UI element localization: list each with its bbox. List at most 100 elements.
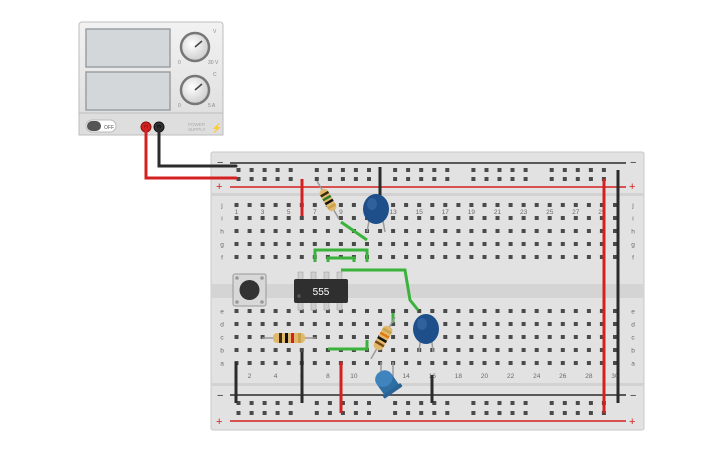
breadboard-hole[interactable]: [443, 216, 448, 220]
breadboard-hole[interactable]: [260, 348, 265, 352]
breadboard-hole[interactable]: [586, 322, 591, 326]
breadboard-hole[interactable]: [573, 309, 578, 313]
breadboard-hole[interactable]: [575, 177, 580, 181]
breadboard-hole[interactable]: [273, 309, 278, 313]
capacitor-top[interactable]: [363, 194, 389, 233]
breadboard-hole[interactable]: [273, 203, 278, 207]
breadboard-hole[interactable]: [262, 401, 267, 405]
breadboard-hole[interactable]: [510, 168, 515, 172]
breadboard-hole[interactable]: [613, 335, 617, 339]
breadboard-hole[interactable]: [288, 168, 293, 172]
breadboard-hole[interactable]: [547, 255, 552, 259]
breadboard-hole[interactable]: [547, 203, 552, 207]
breadboard-hole[interactable]: [547, 309, 552, 313]
breadboard-hole[interactable]: [404, 361, 409, 365]
breadboard-hole[interactable]: [419, 411, 424, 415]
breadboard-hole[interactable]: [586, 216, 591, 220]
breadboard-hole[interactable]: [247, 322, 252, 326]
breadboard-hole[interactable]: [445, 177, 450, 181]
breadboard-hole[interactable]: [456, 216, 461, 220]
breadboard-hole[interactable]: [547, 335, 552, 339]
breadboard-hole[interactable]: [417, 242, 422, 246]
breadboard-hole[interactable]: [378, 361, 383, 365]
breadboard-hole[interactable]: [613, 322, 617, 326]
breadboard-hole[interactable]: [601, 168, 606, 172]
breadboard-hole[interactable]: [456, 203, 461, 207]
breadboard-hole[interactable]: [325, 335, 330, 339]
breadboard-hole[interactable]: [613, 203, 617, 207]
breadboard-hole[interactable]: [534, 203, 539, 207]
breadboard-hole[interactable]: [286, 229, 291, 233]
breadboard-hole[interactable]: [456, 309, 461, 313]
breadboard-hole[interactable]: [573, 322, 578, 326]
breadboard-hole[interactable]: [497, 411, 502, 415]
breadboard-hole[interactable]: [367, 177, 371, 181]
breadboard-hole[interactable]: [521, 255, 526, 259]
breadboard-hole[interactable]: [351, 309, 356, 313]
breadboard-hole[interactable]: [534, 229, 539, 233]
breadboard-hole[interactable]: [312, 309, 317, 313]
breadboard-hole[interactable]: [430, 255, 435, 259]
breadboard-hole[interactable]: [260, 242, 265, 246]
breadboard-hole[interactable]: [588, 411, 593, 415]
breadboard-hole[interactable]: [391, 309, 396, 313]
breadboard-hole[interactable]: [599, 361, 604, 365]
breadboard-hole[interactable]: [534, 309, 539, 313]
breadboard-hole[interactable]: [482, 335, 487, 339]
breadboard-hole[interactable]: [547, 229, 552, 233]
breadboard-hole[interactable]: [482, 216, 487, 220]
breadboard-hole[interactable]: [573, 203, 578, 207]
breadboard-hole[interactable]: [273, 255, 278, 259]
breadboard-hole[interactable]: [236, 401, 241, 405]
breadboard-hole[interactable]: [599, 216, 604, 220]
breadboard-hole[interactable]: [573, 335, 578, 339]
breadboard-hole[interactable]: [469, 242, 474, 246]
breadboard-hole[interactable]: [547, 242, 552, 246]
breadboard-hole[interactable]: [497, 401, 502, 405]
breadboard-hole[interactable]: [534, 216, 539, 220]
breadboard-hole[interactable]: [419, 168, 424, 172]
breadboard-hole[interactable]: [573, 229, 578, 233]
breadboard-hole[interactable]: [275, 168, 280, 172]
breadboard-hole[interactable]: [417, 229, 422, 233]
breadboard-hole[interactable]: [391, 203, 396, 207]
breadboard-hole[interactable]: [430, 229, 435, 233]
breadboard-hole[interactable]: [249, 411, 254, 415]
breadboard-hole[interactable]: [325, 348, 330, 352]
breadboard-hole[interactable]: [312, 229, 317, 233]
breadboard-hole[interactable]: [508, 348, 513, 352]
breadboard-hole[interactable]: [432, 168, 437, 172]
breadboard-hole[interactable]: [417, 255, 422, 259]
breadboard-hole[interactable]: [445, 411, 450, 415]
breadboard-hole[interactable]: [325, 229, 330, 233]
breadboard-hole[interactable]: [495, 361, 500, 365]
breadboard-hole[interactable]: [404, 348, 409, 352]
breadboard-hole[interactable]: [273, 348, 278, 352]
breadboard-hole[interactable]: [286, 348, 291, 352]
breadboard-hole[interactable]: [613, 348, 617, 352]
breadboard-hole[interactable]: [430, 242, 435, 246]
breadboard-hole[interactable]: [523, 411, 528, 415]
breadboard-hole[interactable]: [234, 242, 239, 246]
breadboard-hole[interactable]: [286, 203, 291, 207]
breadboard-hole[interactable]: [562, 168, 567, 172]
breadboard-hole[interactable]: [406, 411, 411, 415]
breadboard-hole[interactable]: [312, 361, 317, 365]
breadboard-hole[interactable]: [365, 335, 369, 339]
breadboard-hole[interactable]: [495, 203, 500, 207]
breadboard-hole[interactable]: [599, 229, 604, 233]
breadboard-hole[interactable]: [547, 216, 552, 220]
breadboard-hole[interactable]: [508, 203, 513, 207]
breadboard-hole[interactable]: [391, 335, 396, 339]
breadboard-hole[interactable]: [560, 335, 565, 339]
breadboard-hole[interactable]: [469, 203, 474, 207]
breadboard-hole[interactable]: [325, 216, 330, 220]
breadboard-hole[interactable]: [314, 401, 319, 405]
breadboard-hole[interactable]: [338, 203, 343, 207]
breadboard-hole[interactable]: [338, 242, 343, 246]
breadboard-hole[interactable]: [312, 335, 317, 339]
breadboard-hole[interactable]: [497, 177, 502, 181]
breadboard-hole[interactable]: [260, 309, 265, 313]
breadboard-hole[interactable]: [586, 203, 591, 207]
breadboard-hole[interactable]: [586, 255, 591, 259]
